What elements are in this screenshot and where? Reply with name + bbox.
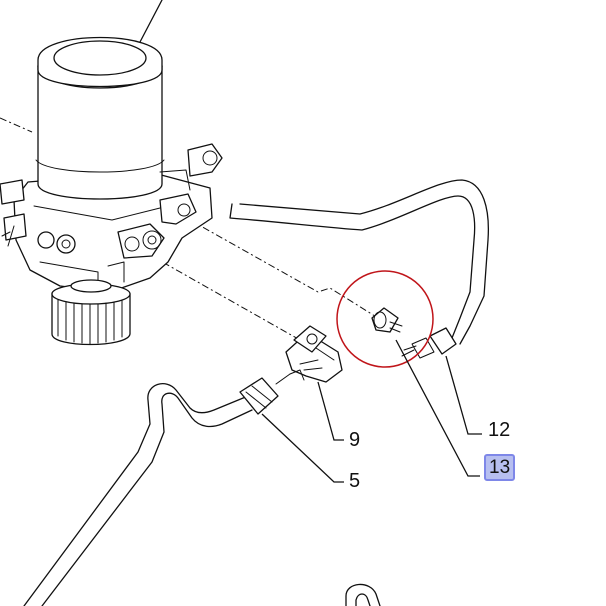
part-label-9: 9	[349, 429, 361, 451]
partial-hose-fitting	[345, 583, 381, 606]
leader-lines	[261, 339, 482, 483]
part-label-5: 5	[349, 470, 361, 492]
part-label-12: 12	[488, 419, 511, 441]
highlight-circle	[336, 270, 434, 368]
center-lines	[0, 117, 379, 341]
filter-leader-line	[139, 0, 163, 43]
air-dryer-assembly	[0, 36, 223, 346]
pipe-assembly-5	[23, 373, 291, 606]
part-label-13-highlighted[interactable]: 13	[484, 454, 516, 481]
pipe-assembly-12	[229, 179, 490, 359]
fitting-13	[371, 307, 403, 333]
elbow-fitting-9	[285, 325, 343, 383]
